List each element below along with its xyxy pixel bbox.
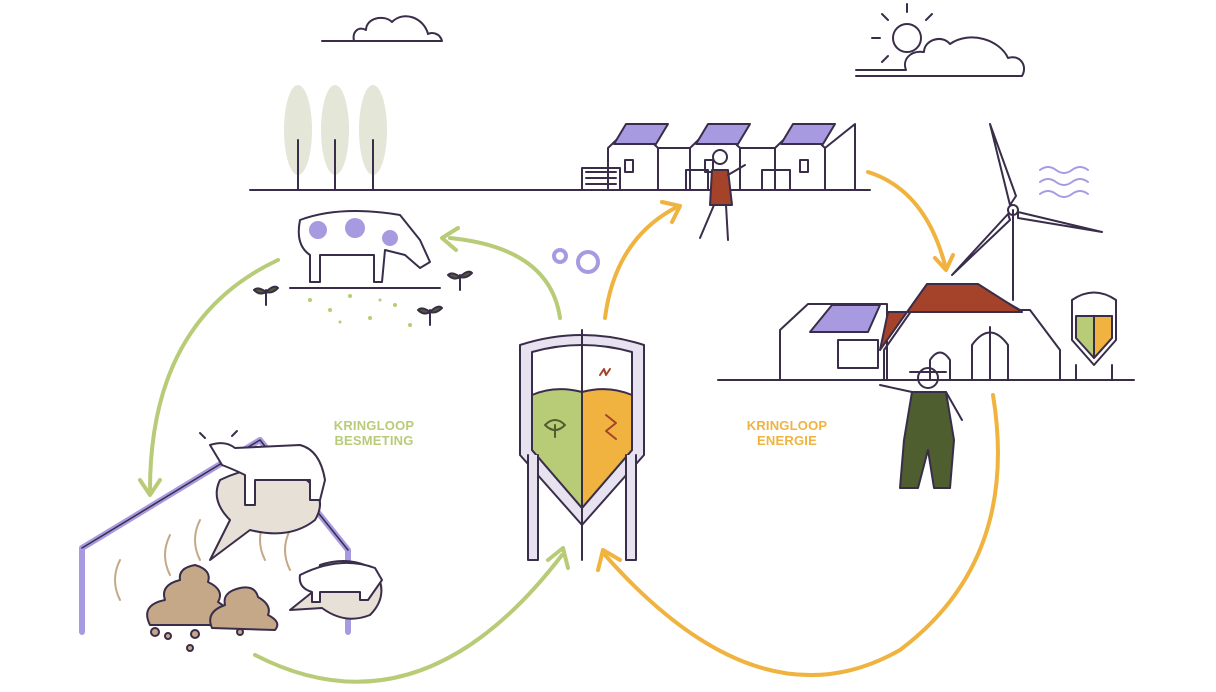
- energy-cycle-label: KRINGLOOP ENERGIE: [740, 418, 834, 448]
- pig-icon: [298, 561, 383, 603]
- farm-buildings: [717, 283, 1135, 381]
- energy-cycle-label-line2: ENERGIE: [757, 433, 817, 448]
- infection-cycle-arrows: [138, 226, 570, 684]
- person-icon: [699, 149, 746, 241]
- cloud-icon: [321, 15, 443, 42]
- biogas-digester: [519, 329, 645, 561]
- energy-cycle-label-line1: KRINGLOOP: [746, 418, 828, 433]
- cloud-icon: [855, 36, 1026, 77]
- barn-cow-icon: [199, 430, 326, 506]
- sprout-icons: [253, 270, 473, 326]
- solar-panels: [613, 123, 836, 145]
- energy-cycle-arrows: [596, 170, 1000, 678]
- infection-cycle-label: KRINGLOOP BESMETING: [322, 418, 426, 448]
- gear-icons: [552, 248, 600, 274]
- cow-icon: [297, 210, 431, 283]
- infection-cycle-label-line1: KRINGLOOP: [333, 418, 415, 433]
- sun-icon: [871, 3, 933, 63]
- wind-turbine-icon: [951, 123, 1103, 301]
- trees: [284, 85, 387, 175]
- manure-icons: [146, 564, 279, 652]
- soil-dots: [308, 294, 412, 327]
- infection-cycle-label-line2: BESMETING: [334, 433, 414, 448]
- farmer-icon: [879, 367, 963, 489]
